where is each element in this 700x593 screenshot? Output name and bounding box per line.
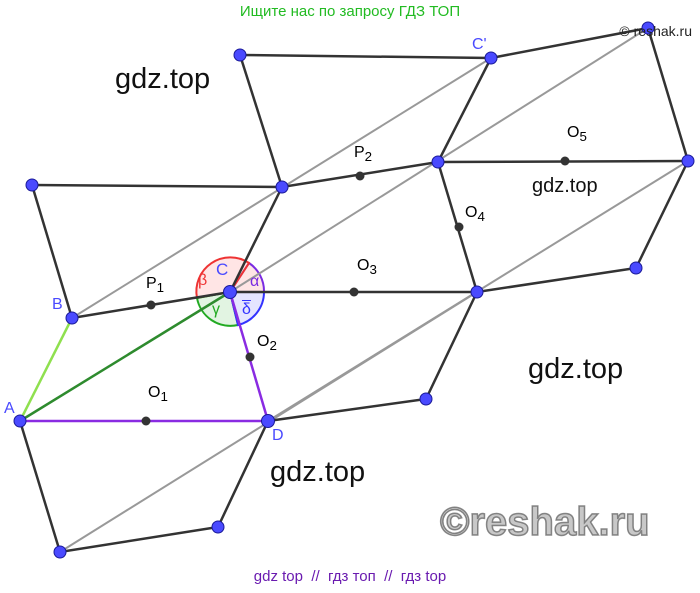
angle-gamma-sector: [195, 290, 240, 327]
label-O4: O4: [465, 204, 485, 225]
angle-sectors: [195, 256, 266, 327]
angle-gamma-label: γ: [212, 301, 220, 318]
watermark: gdz.top: [532, 175, 598, 197]
footer-text: gdz top // гдз топ // гдз top: [253, 568, 447, 585]
watermark: gdz.top: [528, 353, 624, 385]
label-A: A: [4, 400, 15, 417]
segment-BA: [18, 317, 74, 422]
label-C-prime: C': [472, 36, 487, 53]
watermark: gdz.top: [115, 63, 211, 95]
label-P2: P2: [354, 144, 373, 165]
label-O3: O3: [357, 257, 377, 278]
reshak-watermark: ©reshak.ru: [439, 499, 650, 545]
angle-alpha-label: α: [250, 273, 260, 290]
label-O1: O1: [148, 384, 168, 405]
watermark: gdz.top: [270, 456, 366, 488]
angle-beta-label: β: [198, 272, 208, 289]
label-P1: P1: [146, 275, 165, 296]
segment-AC: [19, 290, 231, 423]
label-D: D: [272, 427, 284, 444]
vertices: [13, 21, 695, 559]
angle-beta-sector: [195, 256, 251, 300]
copyright: © reshak.ru: [619, 23, 692, 39]
header-text: Ищите нас по запросу ГДЗ ТОП: [239, 3, 461, 20]
label-B: B: [52, 296, 63, 313]
label-O5: O5: [567, 124, 587, 145]
angle-delta-label: δ: [242, 301, 251, 318]
label-C: C: [216, 260, 229, 279]
label-O2: O2: [257, 333, 277, 354]
midpoints: [141, 156, 570, 426]
